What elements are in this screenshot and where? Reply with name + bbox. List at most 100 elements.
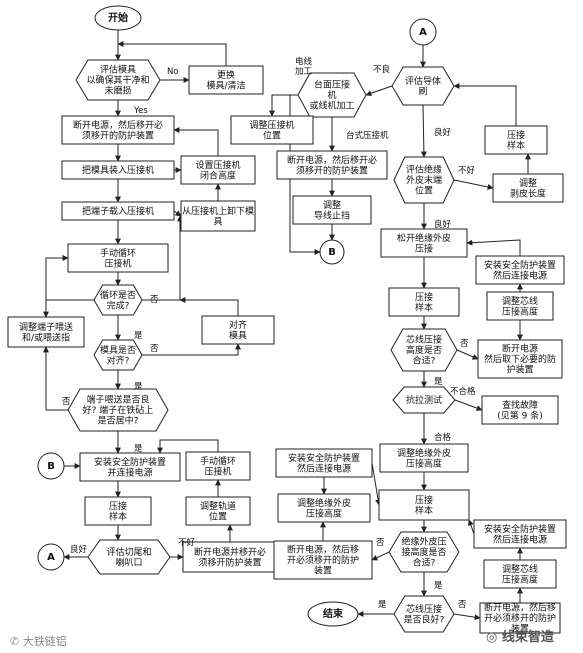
flow-arrow [142, 215, 183, 301]
node-shape [185, 496, 251, 526]
node-text: B [47, 461, 55, 472]
node-text: A [47, 552, 55, 563]
node-shape [492, 173, 564, 203]
node-shape [37, 452, 65, 480]
edge-label-no-4: 否 [62, 397, 71, 407]
flow-arrow [173, 210, 182, 217]
node-text: 断开电源 [502, 343, 538, 355]
node-text: 压接机 [104, 257, 131, 269]
node-connector-b1: B [37, 452, 65, 480]
flow-arrow [43, 299, 94, 318]
node-text: 好? 端子在铁砧上 [83, 404, 154, 416]
edge-label-no-3: 否 [150, 344, 159, 354]
node-shape [393, 595, 455, 633]
node-load-terminal: 把端子载入压接机 [61, 201, 175, 221]
node-text: 并连接电源 [107, 466, 152, 478]
node-text: 模具/清洁 [206, 79, 245, 91]
node-shape [484, 125, 548, 155]
node-text: 须移开的防护装置 [296, 164, 368, 176]
node-text: 断开电源，然后移 [484, 602, 556, 614]
edge-label-yes-6: 是 [434, 581, 443, 591]
node-text: 是否居中? [98, 415, 139, 427]
node-shape [67, 243, 169, 273]
node-shape [378, 489, 470, 521]
node-text: 调整芯线 [502, 295, 538, 307]
node-shape [393, 156, 455, 204]
node-text: 装置 [314, 565, 332, 577]
node-text: A [419, 27, 427, 38]
node-shape [185, 451, 251, 481]
node-text: 样本 [415, 504, 433, 516]
node-connector-b2: B [319, 239, 345, 265]
edge-label-wire-machining: 电线 [295, 56, 313, 67]
node-shape [87, 539, 171, 575]
node-shape [93, 284, 143, 316]
flow-nodes: 开始评估模具以确保其干净和未磨损更换模具/清洁断开电源，然后移开必须移开的防护装… [7, 5, 567, 635]
node-shape [230, 115, 314, 145]
node-text: 开必须移开的防护 [484, 612, 556, 624]
node-text: B [328, 247, 336, 258]
node-text: 压接高度 [502, 573, 538, 585]
node-text: 位置 [415, 185, 433, 197]
node-shape [391, 66, 455, 106]
edge-label-yes-1: Yes [133, 106, 148, 116]
edge-label-yes-4: 是 [134, 444, 143, 454]
node-shape [481, 395, 559, 425]
node-text: 高度是否 [406, 344, 442, 356]
node-text: 压接 [109, 500, 127, 512]
flow-arrow [420, 104, 427, 158]
node-shape [473, 519, 567, 549]
edge-label-pass: 合格 [434, 432, 452, 443]
node-text: 合适? [413, 355, 436, 367]
node-shape [409, 18, 437, 46]
node-shape [75, 59, 161, 101]
node-text: 开必须移开的防护 [287, 554, 359, 566]
node-text: 抗拉测试 [406, 394, 442, 406]
flow-arrow [173, 127, 219, 156]
node-text: 断开电源，然后移开必 [287, 154, 377, 166]
flow-arrow [454, 399, 483, 411]
watermark-right: ◎ 线束智造 [486, 626, 554, 645]
node-text: 和/或喂送指 [22, 331, 70, 343]
node-text: 然后连接电源 [297, 462, 351, 474]
node-shape [277, 493, 371, 523]
node-text: 评估模具 [100, 64, 136, 76]
edge-label-good-2: 良好 [434, 127, 452, 138]
node-text: 芯线压接 [406, 603, 442, 615]
node-shape [273, 540, 373, 580]
node-text: 然后连接电源 [493, 269, 547, 281]
node-shape [61, 115, 175, 145]
node-shape [93, 339, 143, 371]
flow-arrow [157, 439, 219, 454]
node-text: 压接 [415, 291, 433, 303]
node-text: 位置 [263, 129, 281, 141]
node-text: 把模具装入压接机 [82, 164, 154, 176]
node-text: 模具 [229, 330, 247, 341]
node-text: 压接 [507, 129, 525, 141]
node-end: 结束 [307, 601, 359, 627]
node-pull-test: 抗拉测试 [392, 386, 456, 414]
node-shape [61, 201, 175, 221]
node-text: 压接高度 [502, 305, 538, 317]
node-text: 查找故障 [502, 399, 538, 411]
node-text: 机 [327, 89, 336, 101]
flow-arrow [453, 179, 494, 190]
